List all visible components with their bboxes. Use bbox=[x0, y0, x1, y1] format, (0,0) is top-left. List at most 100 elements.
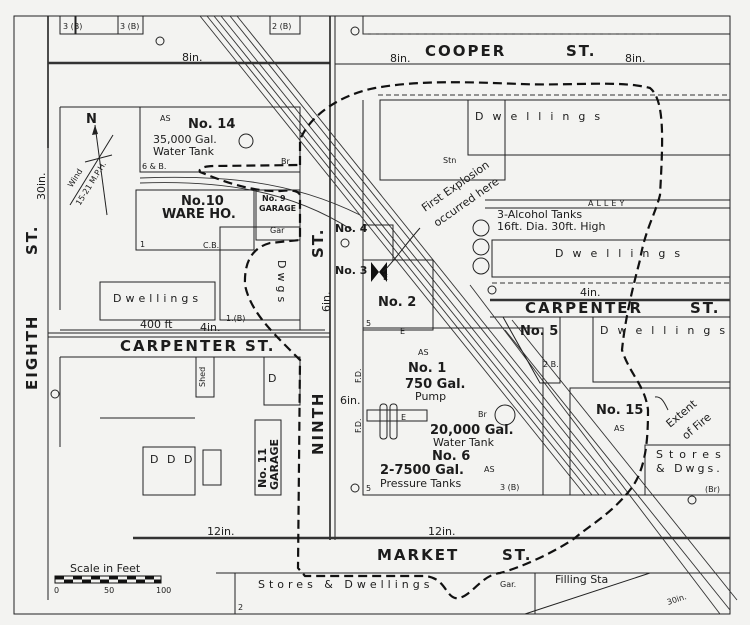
label-no2: No. 2 bbox=[378, 295, 416, 310]
label-cb: C.B. bbox=[203, 241, 219, 250]
street-cooper: COOPER bbox=[425, 42, 506, 60]
scale-bar: Scale in Feet 0 50 100 bbox=[54, 562, 171, 595]
pipe-12in: 12in. bbox=[428, 525, 456, 538]
pipe-8in: 8in. bbox=[182, 51, 203, 64]
street-market-st: ST. bbox=[502, 546, 532, 564]
label-6b: 6 & B. bbox=[142, 162, 166, 171]
label-floors: 1.(B) bbox=[226, 314, 245, 323]
label-e: E bbox=[383, 273, 388, 282]
alcohol-tank-3 bbox=[472, 257, 490, 275]
pipe-6in: 6in. bbox=[320, 291, 333, 312]
label-br: Br bbox=[478, 410, 487, 419]
buildings bbox=[59, 15, 731, 615]
street-carpenter-right: CARPENTER bbox=[525, 299, 643, 317]
scale-tick-0: 0 bbox=[54, 586, 59, 595]
label-no3: No. 3 bbox=[335, 264, 367, 277]
street-carpenter-right-st: ST. bbox=[690, 299, 720, 317]
pipe-4in: 4in. bbox=[580, 286, 601, 299]
label-dwgs: Dwgs bbox=[275, 260, 288, 306]
pipe-30in-rail: 30in. bbox=[666, 592, 688, 607]
label-no14: No. 14 bbox=[188, 117, 235, 132]
building-dwgs-ninth bbox=[219, 226, 301, 321]
label-stn: Stn bbox=[443, 156, 456, 165]
label-d: D bbox=[184, 453, 192, 466]
stores-dwgs bbox=[644, 444, 731, 496]
building-no1-no6 bbox=[362, 327, 544, 496]
dwellings-left bbox=[99, 281, 216, 321]
label-stores: Stores bbox=[656, 448, 727, 461]
label-stores-dwellings-bottom: Stores & Dwellings bbox=[258, 578, 433, 591]
label-no11-garage: GARAGE bbox=[268, 439, 281, 490]
street-eighth: EIGHTH bbox=[23, 315, 41, 390]
label-as: AS bbox=[418, 348, 429, 357]
label-filling-station: Filling Sta bbox=[555, 573, 608, 586]
label-floors: 5 bbox=[366, 484, 371, 493]
street-ninth: NINTH bbox=[309, 392, 327, 455]
label-pressure-tanks-2: Pressure Tanks bbox=[380, 477, 461, 490]
label-no14-tank: 35,000 Gal. bbox=[153, 133, 217, 146]
pipe-6in-branch: 6in. bbox=[340, 394, 361, 407]
label-floors: 3 (B) bbox=[120, 22, 139, 31]
label-dwellings-mid: Dwellings bbox=[555, 247, 689, 260]
dwellings-top-row bbox=[467, 99, 731, 156]
pipe-8in: 8in. bbox=[390, 52, 411, 65]
label-as: AS bbox=[484, 465, 495, 474]
label-no9-garage: GARAGE bbox=[259, 204, 296, 213]
label-floors: 5 bbox=[366, 319, 371, 328]
label-no6: No. 6 bbox=[432, 449, 470, 464]
label-d: D bbox=[268, 372, 276, 385]
label-dwellings-top: Dwellings bbox=[475, 110, 609, 123]
distance-400ft: 400 ft bbox=[140, 318, 173, 331]
label-tank-20000-2: Water Tank bbox=[433, 436, 495, 449]
hydrant-icons bbox=[50, 26, 697, 505]
label-no11: No. 11 bbox=[256, 448, 269, 488]
label-warehouse: WARE HO. bbox=[162, 207, 236, 222]
north-arrow-icon bbox=[69, 124, 114, 216]
label-alcohol-dims: 16ft. Dia. 30ft. High bbox=[497, 220, 606, 233]
label-e: E bbox=[400, 327, 405, 336]
fire-note-pointer bbox=[654, 396, 669, 411]
label-no4: No. 4 bbox=[335, 222, 368, 235]
label-fd: F.D. bbox=[354, 418, 363, 433]
scale-tick-100: 100 bbox=[156, 586, 171, 595]
stores-dwellings-bottom bbox=[234, 572, 536, 615]
label-gar: Gar bbox=[270, 226, 285, 235]
label-floors: 3 (B) bbox=[500, 483, 519, 492]
label-floors: 2 (B) bbox=[272, 22, 291, 31]
label-d: D bbox=[150, 453, 158, 466]
explosion-marker-icon bbox=[371, 227, 421, 282]
pipe-8in: 8in. bbox=[625, 52, 646, 65]
label-no10: No.10 bbox=[181, 194, 224, 209]
street-cooper-st: ST. bbox=[566, 42, 596, 60]
label-pump-capacity: 750 Gal. bbox=[405, 377, 466, 392]
label-pressure-tanks: 2-7500 Gal. bbox=[380, 463, 464, 478]
label-no1: No. 1 bbox=[408, 361, 446, 376]
label-e: E bbox=[401, 413, 406, 422]
label-no14-tank2: Water Tank bbox=[153, 145, 215, 158]
label-floors: (Br) bbox=[705, 485, 720, 494]
label-dwgs-stores: & Dwgs. bbox=[656, 462, 723, 475]
scale-tick-50: 50 bbox=[104, 586, 114, 595]
label-as: AS bbox=[614, 424, 625, 433]
label-d: D bbox=[167, 453, 175, 466]
label-no15: No. 15 bbox=[596, 403, 643, 418]
dwellings-right-row bbox=[592, 316, 731, 383]
street-carpenter-left: CARPENTER bbox=[120, 337, 238, 355]
street-market: MARKET bbox=[377, 546, 459, 564]
shed bbox=[195, 356, 215, 398]
building-no2 bbox=[362, 259, 434, 331]
label-tank-20000: 20,000 Gal. bbox=[430, 423, 514, 438]
pipe-4in: 4in. bbox=[200, 321, 221, 334]
building-no11-garage bbox=[254, 419, 282, 496]
north-label: N bbox=[86, 112, 97, 127]
building-no14 bbox=[139, 106, 301, 173]
label-no5: No. 5 bbox=[520, 324, 558, 339]
label-gar-bottom: Gar. bbox=[500, 580, 516, 589]
street-ninth-st: ST. bbox=[309, 228, 327, 258]
label-br: Br bbox=[281, 157, 290, 166]
label-floors: 3 (B) bbox=[63, 22, 82, 31]
building-no15 bbox=[569, 387, 731, 496]
pressure-tank-1 bbox=[379, 403, 388, 440]
street-carpenter-left-st: ST. bbox=[245, 337, 275, 355]
